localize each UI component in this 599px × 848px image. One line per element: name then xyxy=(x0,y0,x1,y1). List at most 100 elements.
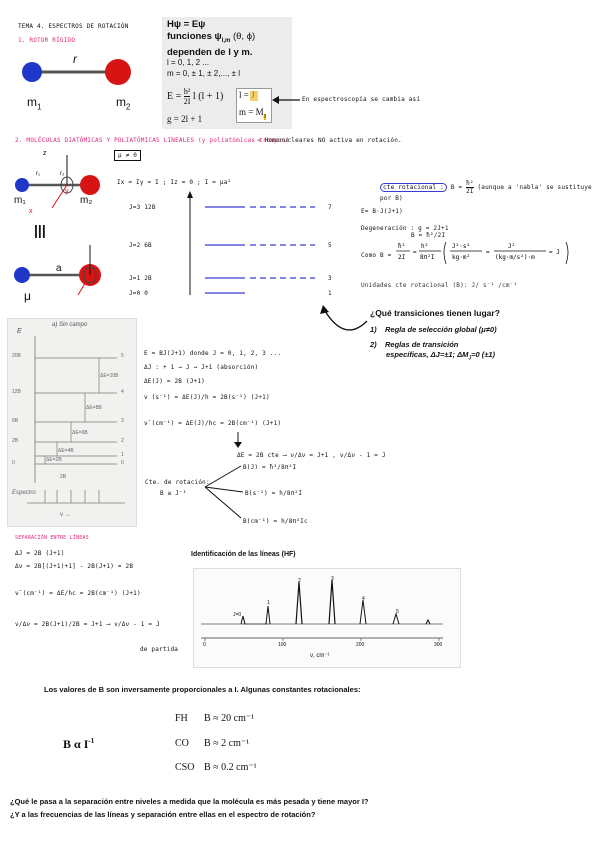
transition-rule-1: 1) Regla de selección global (μ≠0) xyxy=(370,325,497,334)
r1-label: r₁ xyxy=(36,171,41,177)
energy-levels-diagram xyxy=(187,191,315,295)
hf-tick-100: 100 xyxy=(278,642,287,648)
l-equals-j: l = J xyxy=(239,90,258,101)
separation-line-3: ν̄ (cm⁻¹) = ΔE/hc = 2B(cm⁻¹) (J+1) xyxy=(15,590,141,597)
hf-peak-1: 1 xyxy=(267,600,270,606)
level-j3: J=3 12B xyxy=(129,204,156,211)
b-wavenumber: B(cm⁻¹) = h/8π²Ic xyxy=(243,518,308,525)
svg-text:h²: h² xyxy=(421,243,428,250)
delta-2b: ΔE=2B xyxy=(46,457,62,463)
separation-line-1: ΔJ = 2B (J+1) xyxy=(15,550,65,557)
b-joules: B(J) = ħ²/8π²I xyxy=(243,464,297,471)
j-label-1: 1 xyxy=(121,452,124,458)
b-inverse-seconds: B(s⁻¹) = h/8π²I xyxy=(245,490,303,497)
energy-equation: E = h² 2I l (l + 1) xyxy=(167,87,224,106)
separation-line-2: Δν = 2B[(J+1)+1] - 2B(J+1) = 2B xyxy=(15,563,134,570)
section2-note: ⇒ Homonucleares NO activa en rotación. xyxy=(257,137,402,144)
j-label-0: 0 xyxy=(121,460,124,466)
delta-e-const-line: ΔE = 2B cte ⟶ ν/Δν = J+1 , ν/Δν - 1 = J xyxy=(237,452,386,459)
svg-text:J²: J² xyxy=(508,243,515,250)
m2-label-2: m₂ xyxy=(80,195,93,206)
molecule-diagram xyxy=(14,155,101,296)
energy-spectrum-figure xyxy=(7,318,137,527)
two-b-label: 2B xyxy=(60,474,67,480)
j-label-5: 5 xyxy=(121,353,124,359)
m-values: m = 0, ± 1, ± 2,..., ± l xyxy=(167,69,240,78)
svg-text:2I: 2I xyxy=(398,254,406,261)
hf-title: Identificación de las líneas (HF) xyxy=(191,551,296,558)
question-2: ¿Y a las frecuencias de las líneas y sep… xyxy=(10,810,316,819)
hf-axis-label: ν, cm⁻¹ xyxy=(310,653,330,659)
hf-peak-2: 2 xyxy=(298,578,301,584)
rotor-equations: Hψ = Eψ funciones ψl,m (θ, ϕ) dependen d… xyxy=(167,19,256,58)
energy-bj-equation: E= B·J(J+1) xyxy=(361,208,403,215)
mu-label: μ xyxy=(24,289,31,303)
cte-rotacion-label: Cte. de rotación: xyxy=(145,479,210,486)
cte-rot-definition: cte rotacional : B = ħ² 2I (aunque a 'na… xyxy=(380,180,592,202)
b-inverse-statement: Los valores de B son inversamente propor… xyxy=(44,685,361,694)
tick-12b: 12B xyxy=(12,389,21,395)
tick-0: 0 xyxy=(12,460,15,466)
level-j0: J=0 0 xyxy=(129,290,149,297)
svg-text:=: = xyxy=(413,249,417,256)
svg-text:ħ²: ħ² xyxy=(398,243,405,250)
hf-peak-3: 3 xyxy=(331,576,334,582)
equivalence-symbol: ||| xyxy=(34,222,46,238)
hf-peak-j0: J=0 xyxy=(233,612,242,618)
hf-tick-300: 300 xyxy=(434,642,443,648)
svg-text:8π²I: 8π²I xyxy=(420,254,435,261)
rotor-diagram xyxy=(22,59,131,85)
delta-e-line: ΔE(J) = 2B (J+1) xyxy=(144,378,205,385)
nu-axis-label: ν → xyxy=(60,512,71,518)
hf-spectrum-panel xyxy=(193,568,461,668)
question-1: ¿Qué le pasa a la separación entre nivel… xyxy=(10,797,369,806)
transitions-question: ¿Qué transiciones tienen lugar? xyxy=(370,308,500,318)
nu-s-line: ν (s⁻¹) = ΔE(J)/h = 2B(s⁻¹) (J+1) xyxy=(144,394,270,401)
a-label: a xyxy=(56,263,62,274)
figure-levels xyxy=(27,336,125,504)
degeneracy: g = 2l + 1 xyxy=(167,114,203,124)
mu-nonzero-label: μ ≠ 0 xyxy=(114,150,142,161)
nu-cm-line: ν̄ (cm⁻¹) = ΔE(J)/hc = 2B(cm⁻¹) (J+1) xyxy=(144,420,282,427)
hf-peak-5: 5 xyxy=(396,609,399,615)
energy-bj-line: E = BJ(J+1) donde J = 0, 1, 2, 3 ... xyxy=(144,350,282,357)
m1-label: m1 xyxy=(27,95,42,112)
spectro-note: En espectroscopía se cambia así xyxy=(302,96,421,103)
svg-text:J²·s²: J²·s² xyxy=(452,243,470,250)
branch-arrows xyxy=(204,465,244,519)
axis-z-label: z xyxy=(43,150,47,157)
m1-label-2: m₁ xyxy=(14,195,26,206)
hf-tick-200: 200 xyxy=(356,642,365,648)
arrow-left-icon xyxy=(272,96,300,104)
b-alpha-i: B α I-1 xyxy=(63,737,95,751)
hf-spectrum-chart xyxy=(201,579,443,641)
hf-tick-0: 0 xyxy=(203,642,206,648)
separation-title: SEPARACIÓN ENTRE LÍNEAS xyxy=(15,535,89,541)
curved-arrow-icon xyxy=(320,305,368,331)
cte-rotacion-unit: B ≡ J⁻¹ xyxy=(160,490,187,497)
m-equals-mj: m = MJ xyxy=(239,107,266,120)
level-j1: J=1 2B xyxy=(129,275,152,282)
degeneracy-j2: 5 xyxy=(328,242,332,249)
de-partida-label: de partida xyxy=(140,646,179,653)
r2-label: r₂ xyxy=(60,171,65,177)
atom-m1 xyxy=(22,62,42,82)
axis-x-label: x xyxy=(29,208,33,215)
svg-text:= J: = J xyxy=(549,249,560,256)
spectrum-label: Espectro xyxy=(12,490,36,496)
axis-y-label: y xyxy=(65,188,69,195)
delta-j-line: ΔJ : + 1 → J → J+1 (absorción) xyxy=(144,364,259,371)
rotor-title: 1. ROTOR RÍGIDO xyxy=(18,37,76,44)
tema-title: TEMA 4. ESPECTROS DE ROTACIÓN xyxy=(18,23,129,30)
svg-text:kg·m²: kg·m² xyxy=(452,254,470,261)
delta-10b: ΔE=10B xyxy=(100,373,119,379)
figure-axis-e: E xyxy=(17,328,22,335)
degeneracy-j3: 7 xyxy=(328,204,332,211)
svg-text:=: = xyxy=(486,249,490,256)
tick-6b: 6B xyxy=(12,418,19,424)
degeneracy-j0: 1 xyxy=(328,290,332,297)
